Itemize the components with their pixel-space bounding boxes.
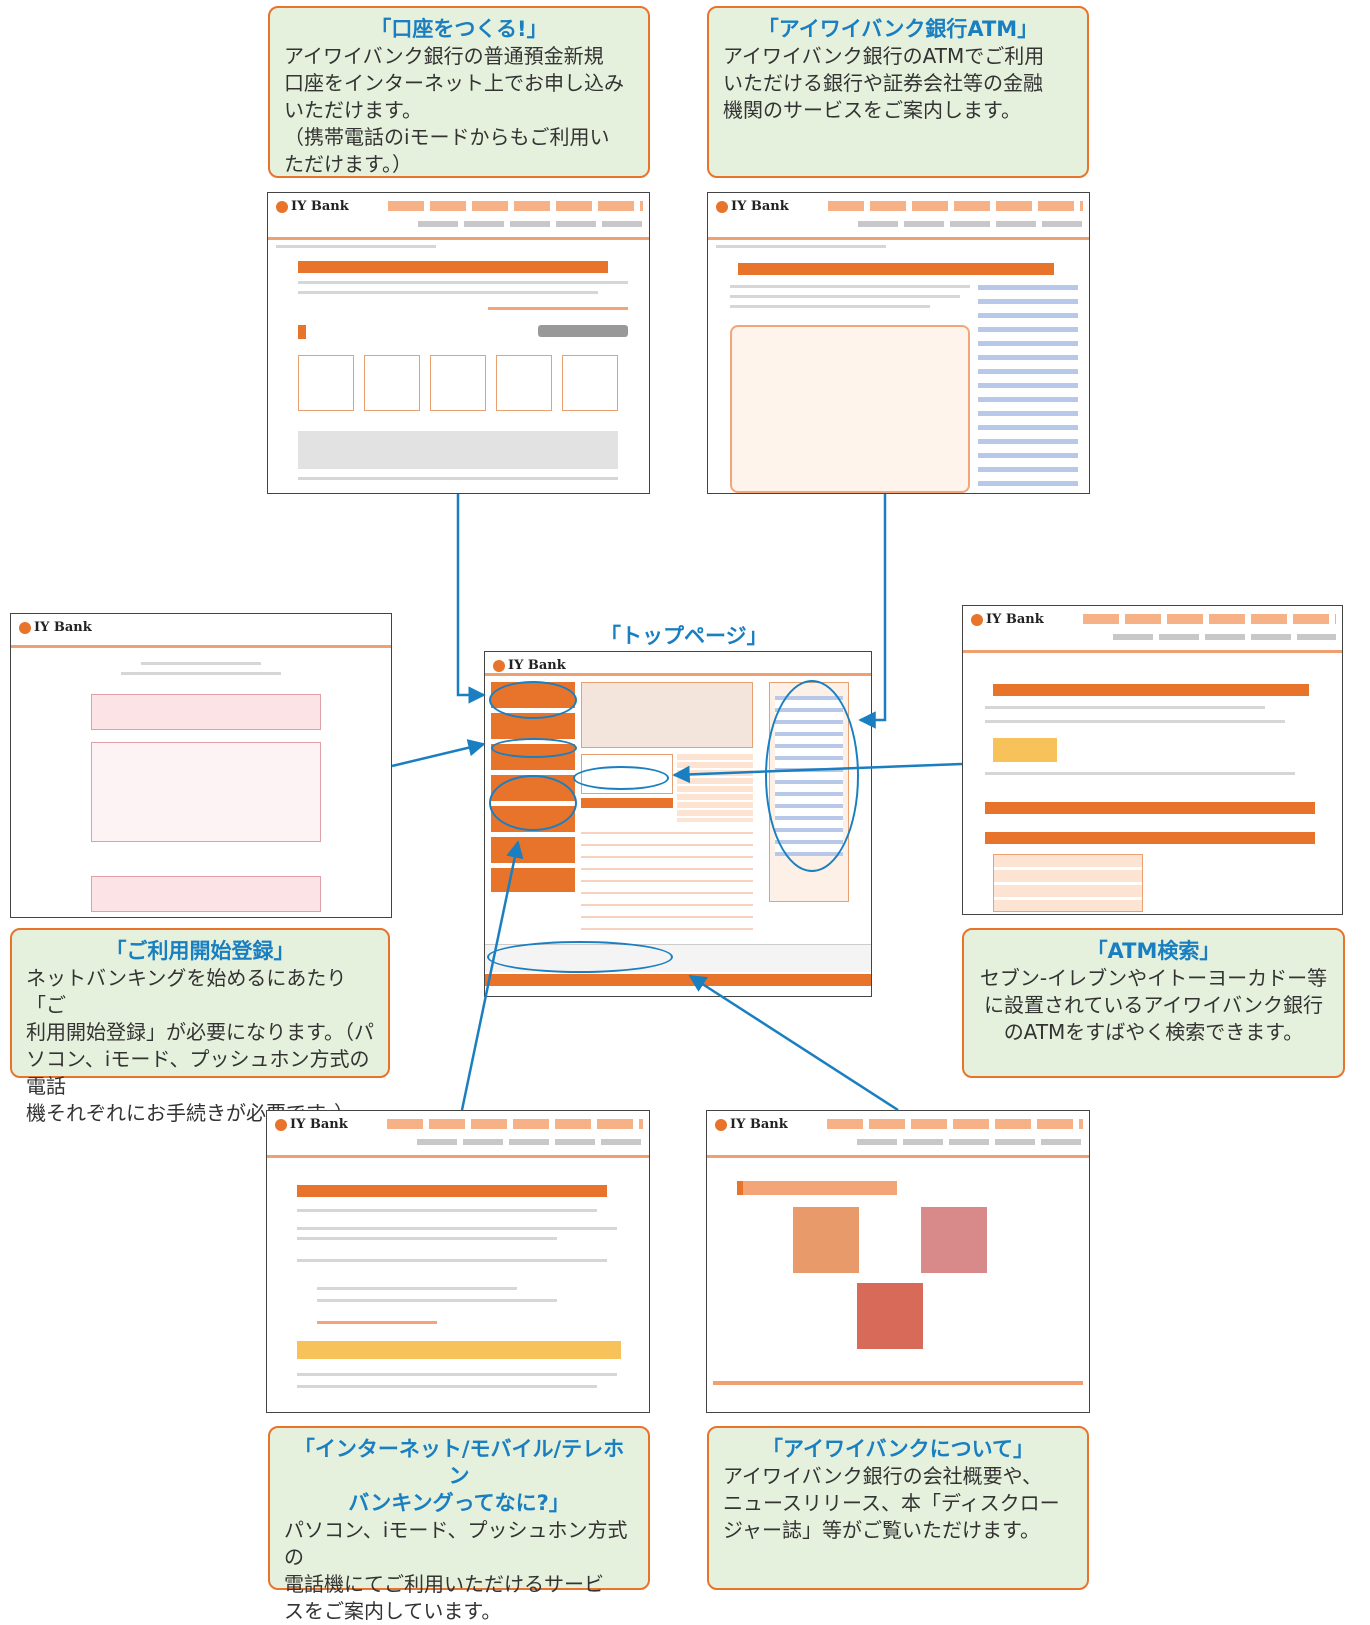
callout-account-line: いただけます。 [284, 98, 422, 122]
callout-registration-title: 「ご利用開始登録」 [105, 939, 295, 963]
callout-account: 「口座をつくる!」 アイワイバンク銀行の普通預金新規 口座をインターネット上でお… [268, 6, 650, 178]
callout-registration: 「ご利用開始登録」 ネットバンキングを始めるにあたり「ご 利用開始登録」が必要に… [10, 928, 390, 1125]
screenshot-atm-search: IY Bank [962, 605, 1343, 915]
logo: IY Bank [971, 612, 1044, 627]
screenshot-netbanking: IY Bank [266, 1110, 650, 1413]
callout-netbanking: 「インターネット/モバイル/テレホン バンキングってなに?」 パソコン、iモード… [268, 1426, 650, 1623]
callout-atm-line: 機関のサービスをご案内します。 [723, 98, 1021, 122]
highlight-netbanking-area [489, 775, 577, 831]
callout-account-title: 「口座をつくる!」 [370, 17, 548, 41]
bank-logo-icon [971, 613, 983, 626]
callout-netbanking-line: スをご案内しています。 [284, 1599, 502, 1623]
bank-logo-icon [276, 200, 288, 213]
top-page-label: 「トップページ」 [600, 624, 768, 648]
arrow-atm-search [672, 762, 963, 784]
bank-logo-icon [493, 659, 505, 672]
highlight-atm-area [765, 680, 859, 872]
arrow-atm [858, 494, 887, 729]
callout-atm-title: 「アイワイバンク銀行ATM」 [757, 17, 1039, 41]
arrow-about [688, 974, 899, 1112]
bank-logo-icon [716, 200, 728, 213]
callout-atm-search-line: のATMをすばやく検索できます。 [1003, 1020, 1304, 1044]
logo: IY Bank [19, 620, 92, 635]
callout-account-line: アイワイバンク銀行の普通預金新規 [284, 44, 604, 68]
logo: IY Bank [276, 199, 349, 214]
logo: IY Bank [275, 1117, 348, 1132]
logo: IY Bank [715, 1117, 788, 1132]
callout-about-line: ジャー誌」等がご覧いただけます。 [723, 1518, 1040, 1542]
callout-registration-line: ソコン、iモード、プッシュホン方式の電話 [26, 1047, 370, 1098]
callout-netbanking-title: 「インターネット/モバイル/テレホン [293, 1437, 625, 1488]
callout-atm-search: 「ATM検索」 セブン-イレブンやイトーヨーカドー等 に設置されているアイワイバ… [962, 928, 1345, 1078]
arrow-netbanking [460, 840, 524, 1111]
highlight-about-area [487, 941, 673, 973]
arrow-account [456, 494, 486, 704]
callout-about-title: 「アイワイバンクについて」 [762, 1437, 1034, 1461]
screenshot-registration: IY Bank [10, 613, 392, 918]
callout-atm: 「アイワイバンク銀行ATM」 アイワイバンク銀行のATMでご利用 いただける銀行… [707, 6, 1089, 178]
callout-account-line: 口座をインターネット上でお申し込み [284, 71, 624, 95]
logo: IY Bank [493, 658, 566, 673]
callout-registration-line: 利用開始登録」が必要になります。（パ [26, 1020, 374, 1044]
callout-netbanking-title: バンキングってなに?」 [348, 1491, 570, 1515]
callout-account-line: ただけます。） [284, 152, 412, 176]
callout-atm-search-title: 「ATM検索」 [1086, 939, 1221, 963]
arrow-registration [391, 739, 486, 768]
screenshot-about: IY Bank [706, 1110, 1090, 1413]
callout-atm-search-line: セブン-イレブンやイトーヨーカドー等 [979, 966, 1328, 990]
callout-atm-line: アイワイバンク銀行のATMでご利用 [723, 44, 1045, 68]
callout-account-line: （携帯電話のiモードからもご利用い [284, 125, 610, 149]
callout-about: 「アイワイバンクについて」 アイワイバンク銀行の会社概要や、 ニュースリリース、… [707, 1426, 1089, 1590]
callout-about-line: アイワイバンク銀行の会社概要や、 [723, 1464, 1042, 1488]
callout-netbanking-line: パソコン、iモード、プッシュホン方式の [284, 1518, 628, 1569]
screenshot-atm: IY Bank [707, 192, 1090, 494]
bank-logo-icon [715, 1118, 727, 1131]
callout-atm-line: いただける銀行や証券会社等の金融 [723, 71, 1043, 95]
highlight-registration-area [491, 738, 577, 758]
screenshot-account: IY Bank [267, 192, 650, 494]
callout-about-line: ニュースリリース、本「ディスクロー [723, 1491, 1060, 1515]
callout-registration-line: ネットバンキングを始めるにあたり「ご [26, 966, 347, 1017]
callout-netbanking-line: 電話機にてご利用いただけるサービ [284, 1572, 604, 1596]
logo: IY Bank [716, 199, 789, 214]
bank-logo-icon [19, 621, 31, 634]
callout-atm-search-line: に設置されているアイワイバンク銀行 [984, 993, 1323, 1017]
highlight-atm-search-area [573, 766, 669, 790]
bank-logo-icon [275, 1118, 287, 1131]
highlight-account-area [489, 681, 577, 719]
